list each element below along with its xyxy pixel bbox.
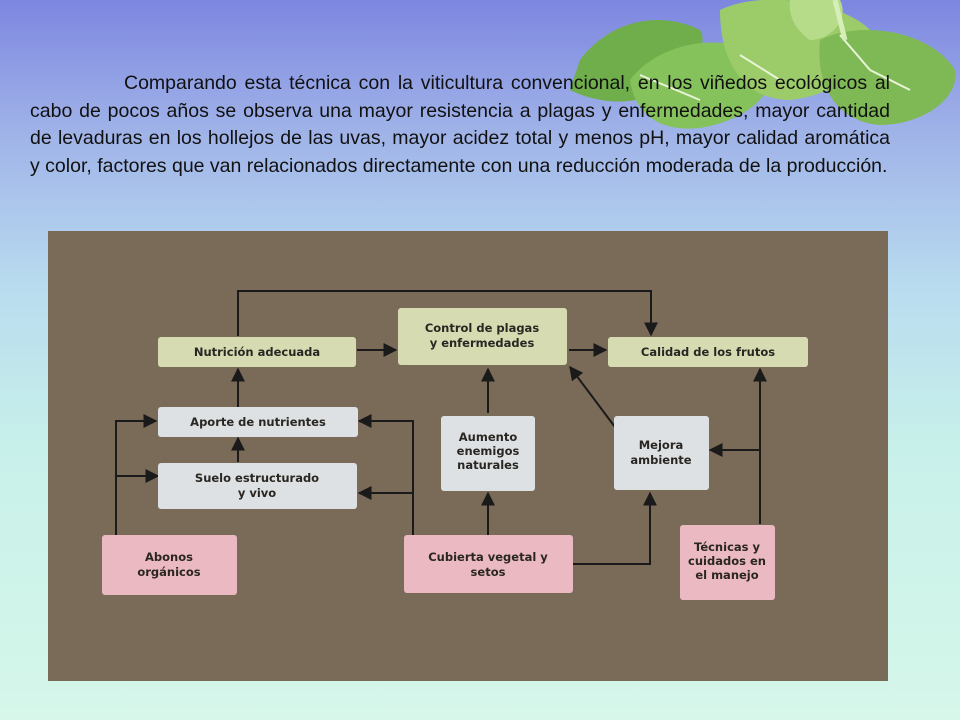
node-nutricion: Nutrición adecuada — [158, 337, 356, 367]
svg-text:Aporte de nutrientes: Aporte de nutrientes — [190, 415, 326, 429]
node-aporte: Aporte de nutrientes — [158, 407, 358, 437]
arrow-cubierta-mejora — [573, 491, 657, 565]
arrow-top-loop — [237, 290, 658, 337]
arrow-cubierta-aporte — [357, 414, 414, 535]
grape-leaves-image — [570, 0, 956, 129]
arrow-mejora-control — [569, 365, 616, 428]
svg-text:Calidad de los frutos: Calidad de los frutos — [641, 345, 775, 359]
leaf-decoration — [570, 0, 956, 129]
connectors — [115, 290, 767, 565]
intro-paragraph: Comparando esta técnica con la viticultu… — [30, 72, 890, 177]
svg-text:Nutrición adecuada: Nutrición adecuada — [194, 345, 320, 359]
arrow-abonos-aporte — [115, 414, 158, 535]
node-calidad: Calidad de los frutos — [608, 337, 808, 367]
